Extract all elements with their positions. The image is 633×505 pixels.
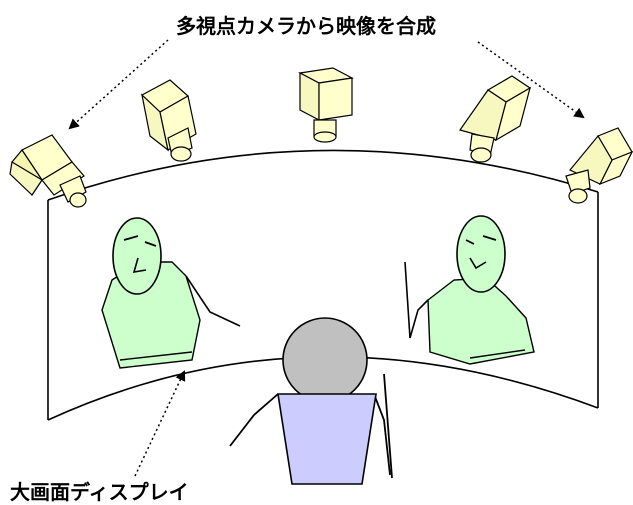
person-figure-icon	[404, 215, 535, 365]
viewer-figure-icon	[229, 317, 393, 485]
camera-icon	[9, 134, 87, 208]
arrow-to-right-camera	[477, 41, 585, 119]
cameras-caption: 多視点カメラから映像を合成	[176, 14, 436, 38]
camera-icon	[459, 75, 532, 163]
arrow-to-display	[134, 370, 186, 477]
camera-icon	[298, 67, 354, 143]
display-caption: 大画面ディスプレイ	[10, 480, 189, 504]
camera-icon	[565, 127, 633, 204]
person-figure-icon	[101, 217, 241, 369]
arrow-to-left-camera	[68, 39, 169, 130]
camera-icon	[140, 79, 197, 162]
display-top-edge	[47, 149, 599, 201]
curved-display-screen	[47, 149, 599, 421]
